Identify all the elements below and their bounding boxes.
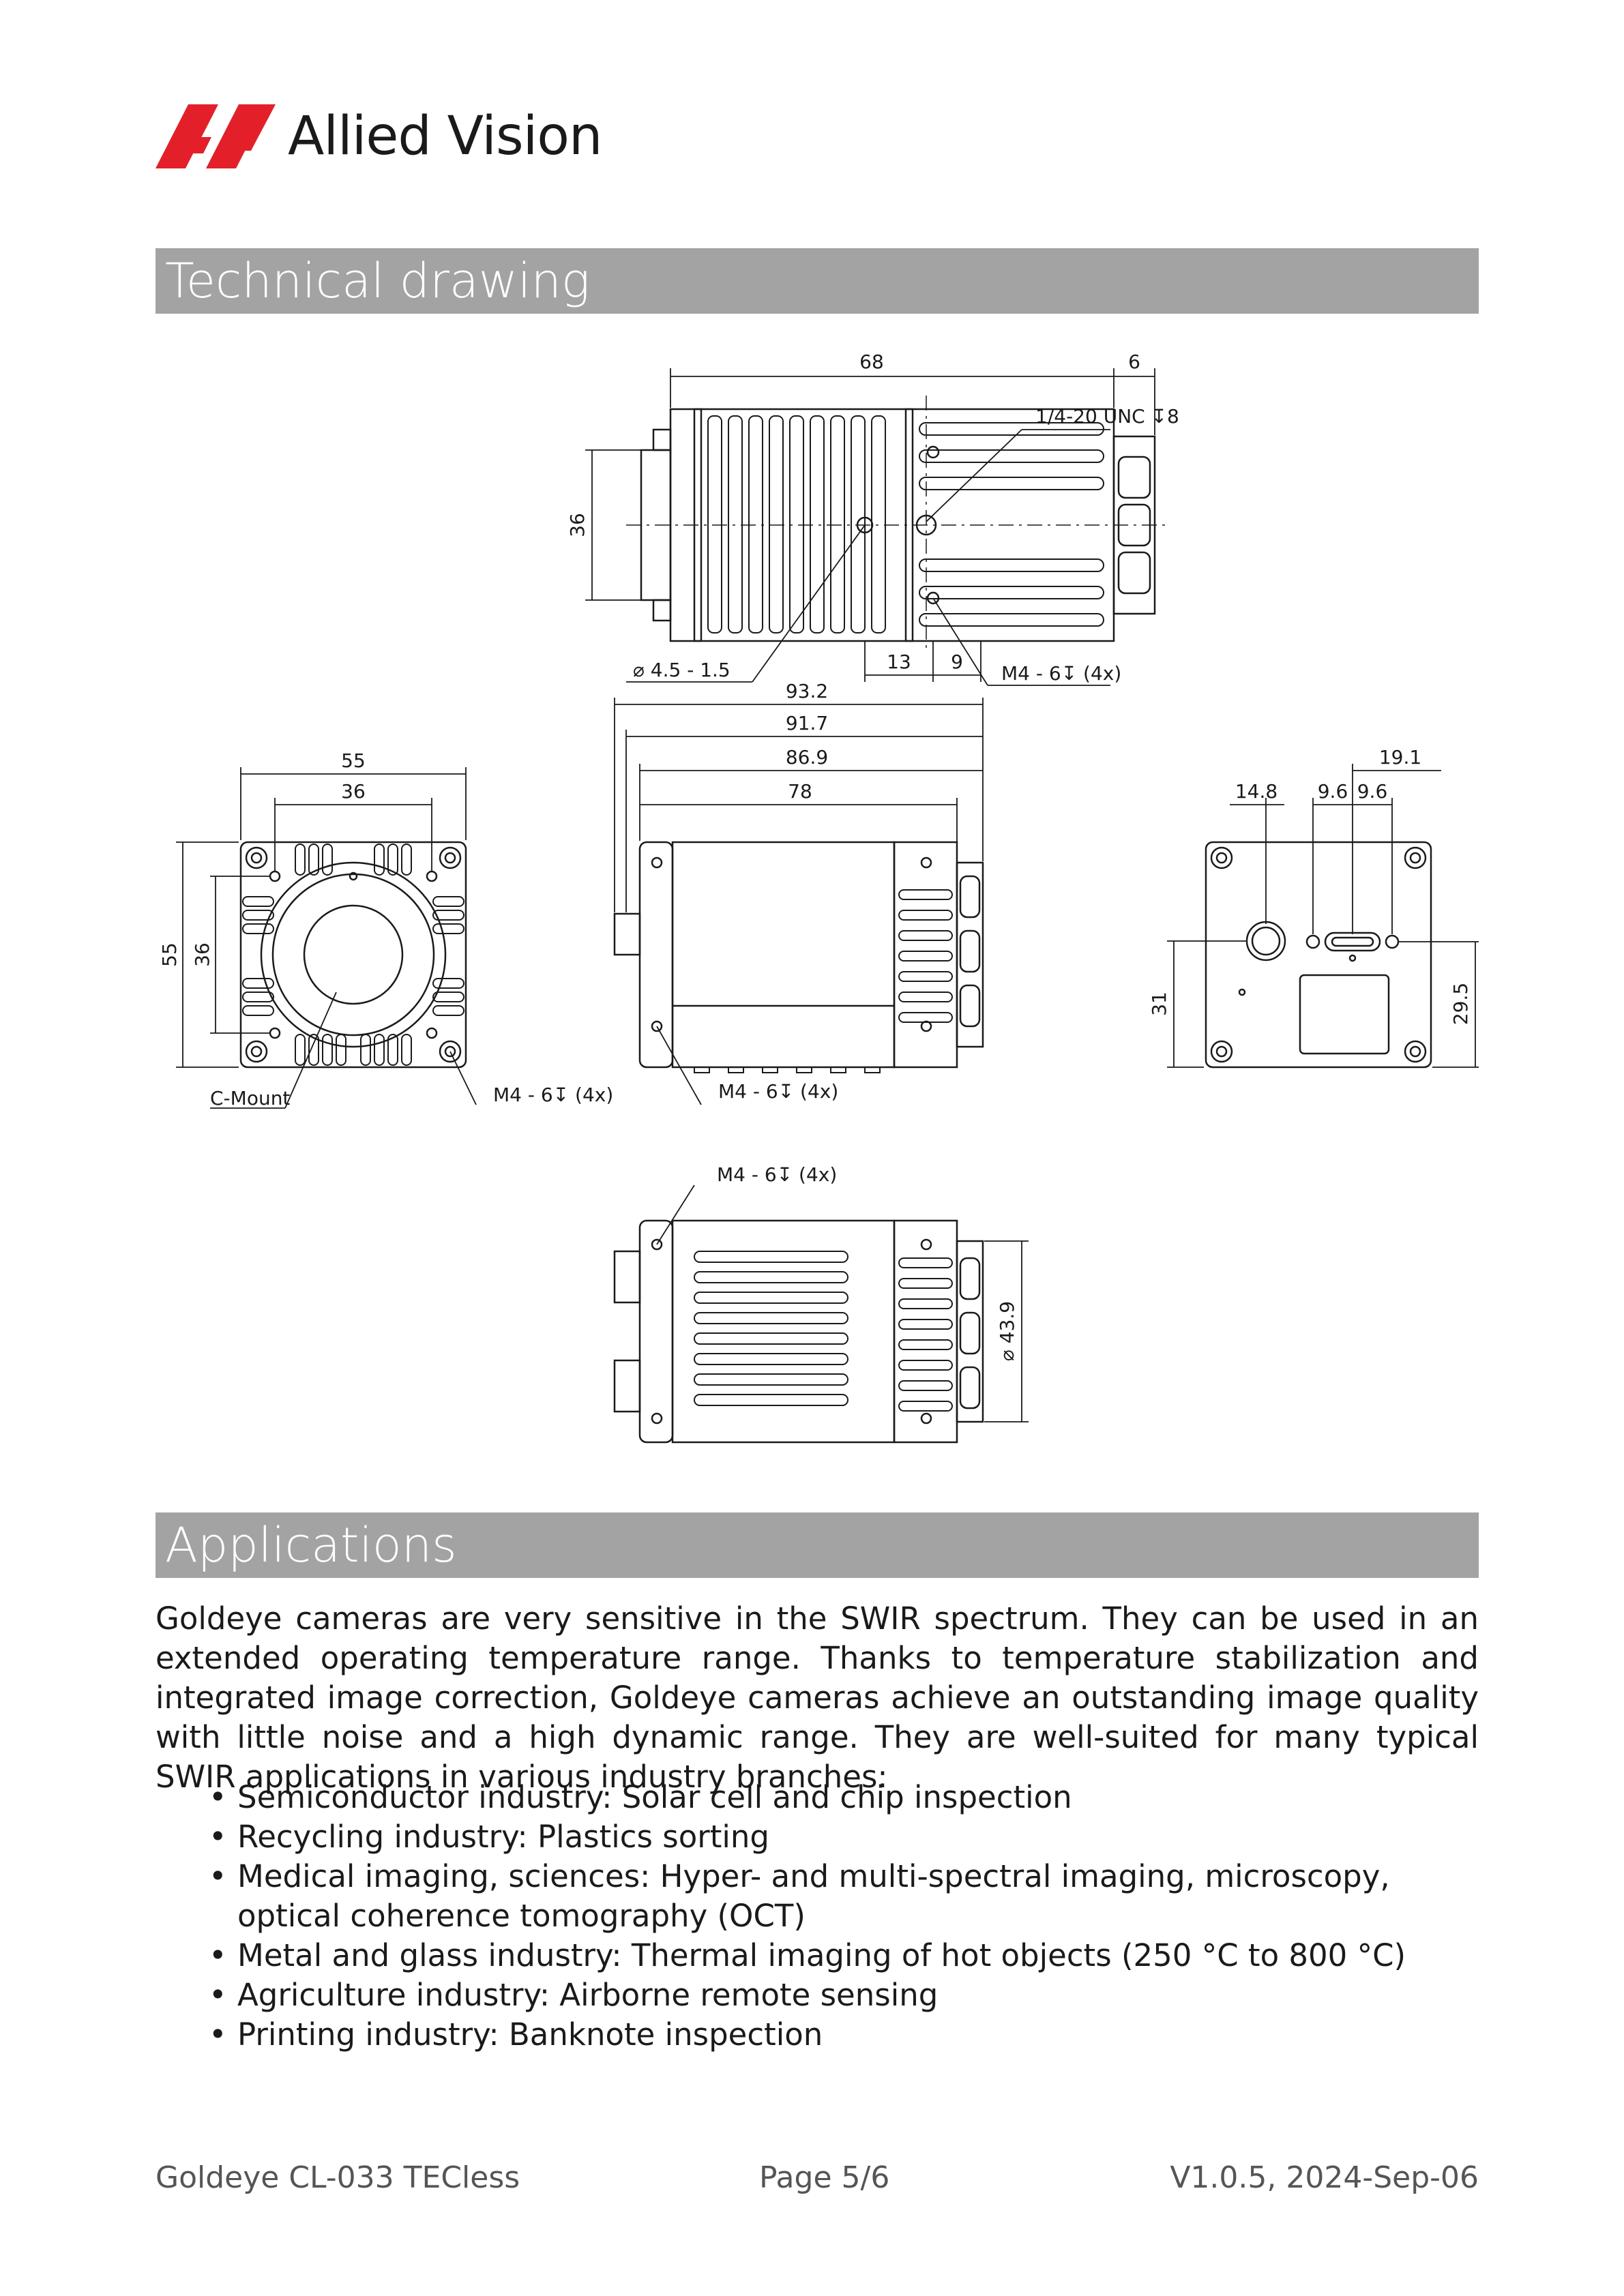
rear-view-labels: 19.1 14.8 9.6 9.6 31 29.5 — [1148, 746, 1472, 1025]
dim-68: 68 — [859, 351, 884, 373]
list-item: Semiconductor industry: Solar cell and c… — [198, 1778, 1480, 1817]
dim-55-front-w: 55 — [341, 749, 366, 772]
dim-29-5: 29.5 — [1449, 983, 1472, 1025]
brand-name: Allied Vision — [288, 106, 602, 167]
dim-55-front-h: 55 — [158, 942, 181, 967]
footer-product: Goldeye CL-033 TECless — [156, 2160, 520, 2195]
list-item: Printing industry: Banknote inspection — [198, 2015, 1480, 2055]
side-view-labels: 93.2 91.7 86.9 78 M4 - 6↧ (4x) — [718, 680, 838, 1103]
list-item: Recycling industry: Plastics sorting — [198, 1817, 1480, 1857]
rear-view — [1205, 841, 1432, 1069]
dim-13: 13 — [887, 651, 911, 673]
dim-m4-front: M4 - 6↧ (4x) — [493, 1084, 613, 1106]
side-view — [613, 841, 984, 1073]
dim-unc: 1/4-20 UNC ↧8 — [1035, 405, 1179, 428]
front-view-labels: 55 36 55 36 C-Mount M4 - 6↧ (4x) — [158, 749, 613, 1109]
front-view-dimensions — [176, 767, 477, 1109]
top-view — [626, 396, 1165, 648]
dim-6: 6 — [1128, 351, 1140, 373]
list-item: Metal and glass industry: Thermal imagin… — [198, 1936, 1480, 1976]
dim-m4-bottom: M4 - 6↧ (4x) — [717, 1163, 837, 1186]
technical-drawing-heading: Technical drawing — [156, 248, 1479, 314]
dim-14-8: 14.8 — [1235, 780, 1278, 803]
applications-heading: Applications — [156, 1512, 1479, 1578]
side-view-dimensions — [614, 698, 984, 1105]
dim-m4-side: M4 - 6↧ (4x) — [718, 1080, 838, 1103]
footer-page: Page 5/6 — [759, 2160, 890, 2195]
dim-43-9: ⌀ 43.9 — [996, 1301, 1018, 1361]
dim-93-2: 93.2 — [786, 680, 828, 702]
applications-intro: Goldeye cameras are very sensitive in th… — [156, 1600, 1479, 1795]
rear-view-dimensions — [1167, 764, 1479, 1068]
dim-36-front-w: 36 — [341, 780, 366, 803]
bottom-view-dimensions — [656, 1184, 1029, 1422]
dim-86-9: 86.9 — [786, 746, 828, 769]
applications-list: Semiconductor industry: Solar cell and c… — [198, 1778, 1480, 2055]
list-item: Medical imaging, sciences: Hyper- and mu… — [198, 1857, 1480, 1936]
bottom-view — [613, 1219, 984, 1444]
dim-36-top: 36 — [566, 513, 589, 537]
front-view — [239, 841, 467, 1069]
top-view-labels: 68 6 1/4-20 UNC ↧8 36 ⌀ 4.5 - 1.5 13 9 M… — [566, 351, 1179, 685]
dim-36-front-h: 36 — [191, 942, 213, 967]
bottom-view-labels: M4 - 6↧ (4x) ⌀ 43.9 — [717, 1163, 1018, 1361]
dim-9-6-a: 9.6 — [1318, 780, 1348, 803]
dim-9: 9 — [951, 651, 963, 673]
c-mount-label: C-Mount — [210, 1087, 290, 1109]
dim-hole: ⌀ 4.5 - 1.5 — [633, 659, 730, 681]
dim-m4-top: M4 - 6↧ (4x) — [1001, 662, 1121, 685]
dim-19-1: 19.1 — [1379, 746, 1421, 769]
technical-drawing: 68 6 1/4-20 UNC ↧8 36 ⌀ 4.5 - 1.5 13 9 M… — [158, 351, 1479, 1444]
dim-31: 31 — [1148, 992, 1170, 1016]
logo-mark-icon — [156, 104, 276, 168]
dim-9-6-b: 9.6 — [1357, 780, 1388, 803]
footer-version: V1.0.5, 2024-Sep-06 — [1170, 2160, 1479, 2195]
top-view-dimensions — [585, 368, 1155, 686]
allied-vision-logo: Allied Vision — [156, 95, 602, 177]
dim-91-7: 91.7 — [786, 712, 828, 734]
list-item: Agriculture industry: Airborne remote se… — [198, 1976, 1480, 2015]
dim-78: 78 — [788, 780, 812, 803]
